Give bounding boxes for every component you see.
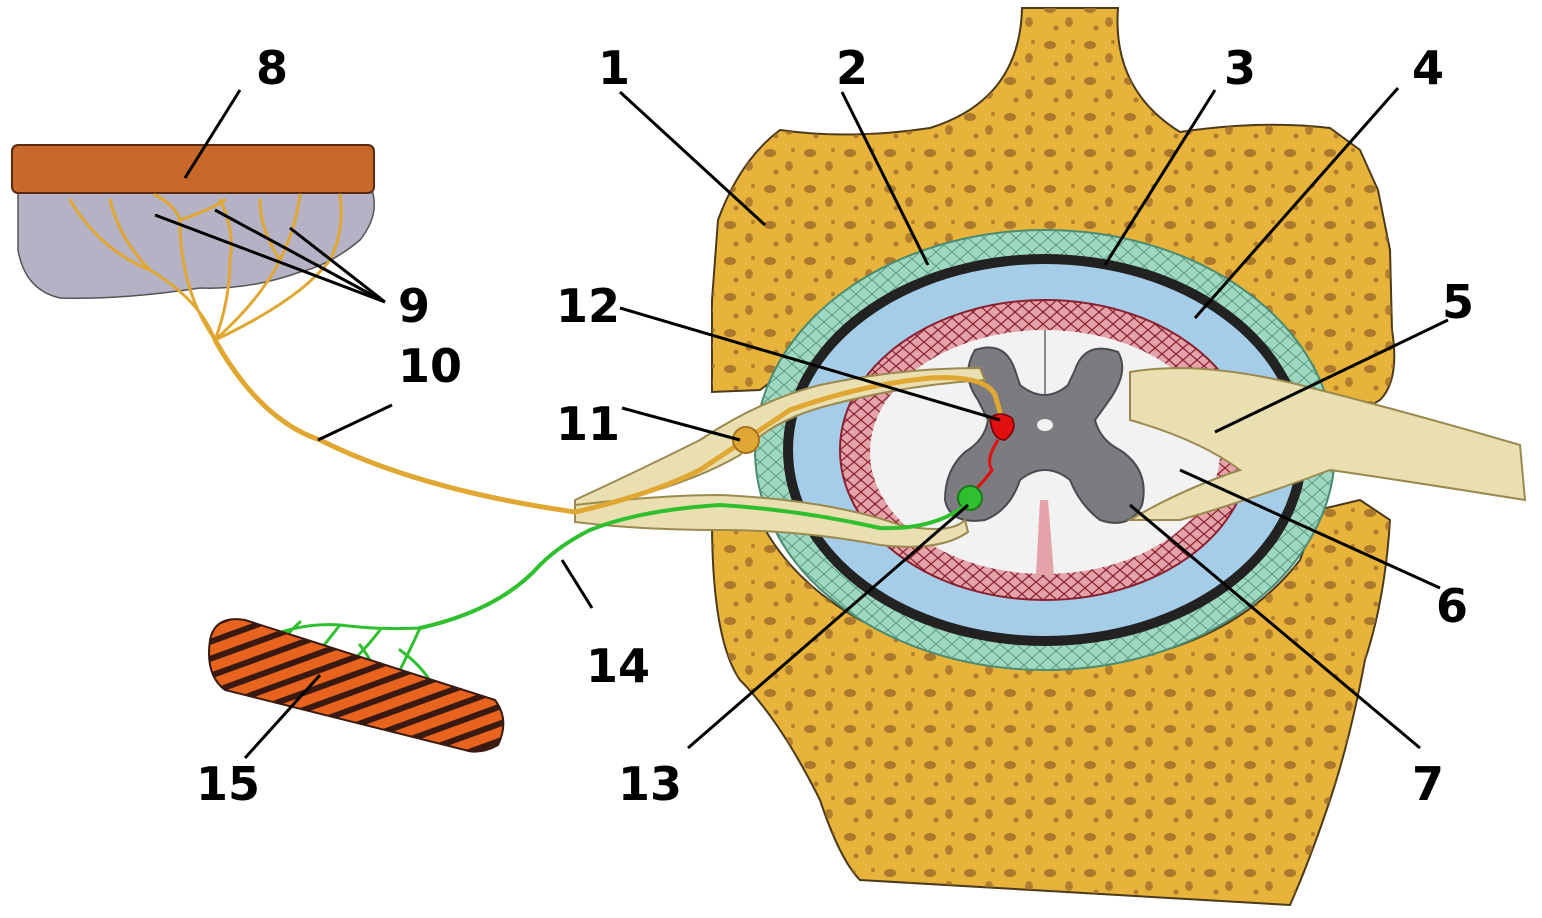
label-8: 8 xyxy=(256,41,288,95)
label-3: 3 xyxy=(1224,41,1256,95)
leader-11 xyxy=(621,406,741,442)
dorsal-root xyxy=(574,366,987,512)
leader-8 xyxy=(183,89,242,179)
motor-fiber xyxy=(418,502,964,630)
leader-lines xyxy=(154,87,1449,760)
sensory-pathway xyxy=(68,193,1003,515)
motor-neuron-body xyxy=(957,485,983,511)
vertebra xyxy=(710,7,1396,907)
interneuron xyxy=(973,413,1015,492)
vertebra-upper-pores xyxy=(712,8,1395,430)
label-13: 13 xyxy=(618,757,682,811)
leader-14 xyxy=(560,559,594,609)
leader-5 xyxy=(1214,318,1449,434)
label-10: 10 xyxy=(398,339,462,393)
label-12: 12 xyxy=(556,279,620,333)
leader-12 xyxy=(619,306,1001,422)
number-labels: 1 2 3 4 5 6 7 8 9 10 11 12 13 14 15 xyxy=(196,41,1474,811)
leader-3 xyxy=(1103,89,1217,266)
leader-13 xyxy=(687,503,969,750)
label-11: 11 xyxy=(556,397,620,451)
leader-2 xyxy=(840,91,930,266)
sensory-fiber xyxy=(212,337,1003,515)
interneuron-axon xyxy=(973,439,1000,492)
label-4: 4 xyxy=(1412,41,1444,95)
label-5: 5 xyxy=(1442,275,1474,329)
leader-7 xyxy=(1129,503,1421,750)
leader-6 xyxy=(1179,468,1441,590)
leader-9c xyxy=(289,226,386,304)
vertebra-lower-pores xyxy=(712,500,1390,905)
label-15: 15 xyxy=(196,757,260,811)
leader-10 xyxy=(317,403,393,442)
leader-9b xyxy=(214,208,386,304)
label-7: 7 xyxy=(1412,757,1444,811)
skin xyxy=(11,144,375,300)
label-6: 6 xyxy=(1436,579,1468,633)
receptor-branches xyxy=(68,193,343,342)
label-2: 2 xyxy=(836,41,868,95)
leader-9a xyxy=(154,213,386,304)
right-nerve xyxy=(1126,367,1527,521)
muscle xyxy=(208,618,505,753)
spinal-ganglion xyxy=(732,426,760,454)
leader-4 xyxy=(1193,87,1400,319)
epidermis xyxy=(11,144,375,194)
label-14: 14 xyxy=(586,639,650,693)
interneuron-body xyxy=(989,413,1015,441)
label-1: 1 xyxy=(598,41,630,95)
subcutaneous-tissue xyxy=(17,189,375,300)
muscle-body xyxy=(208,618,505,753)
leader-15 xyxy=(243,673,322,760)
central-canal xyxy=(1037,419,1053,431)
leader-1 xyxy=(618,90,767,227)
anterior-median-fissure xyxy=(1036,500,1054,575)
label-9: 9 xyxy=(398,279,430,333)
